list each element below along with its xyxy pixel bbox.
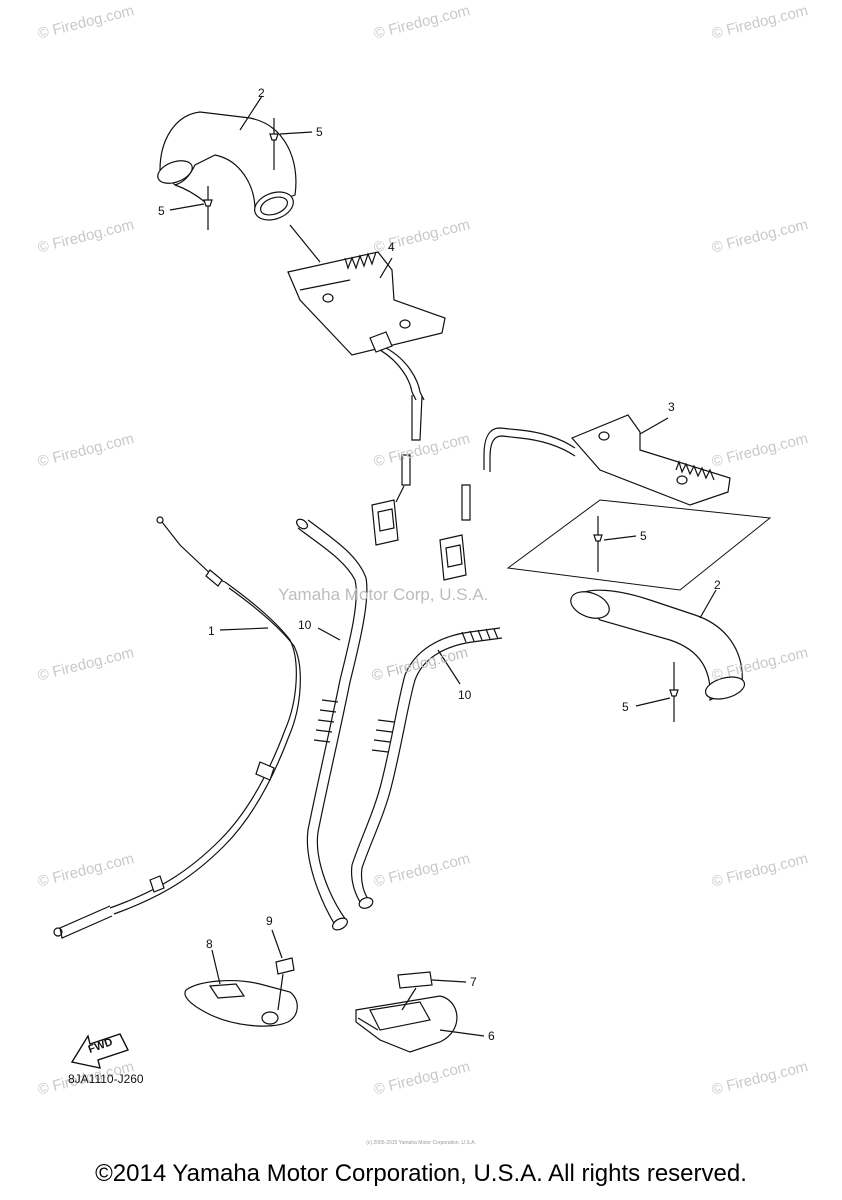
- callout-3: 3: [668, 400, 675, 414]
- callout-5b: 5: [158, 204, 165, 218]
- diagram-reference-code: 8JA1110-J260: [68, 1072, 144, 1086]
- callout-9: 9: [266, 914, 273, 928]
- rivet-5d: [635, 662, 679, 722]
- callout-5c: 5: [640, 529, 647, 543]
- rivet-5c: [593, 516, 637, 572]
- center-watermark: Yamaha Motor Corp, U.S.A.: [278, 585, 489, 604]
- copyright-footer: ©2014 Yamaha Motor Corporation, U.S.A. A…: [95, 1160, 747, 1187]
- callout-10-right: 10: [458, 688, 472, 702]
- callout-6: 6: [488, 1029, 495, 1043]
- rivet-5b: [169, 186, 213, 230]
- leader-2a: [239, 95, 263, 131]
- callout-10-left: 10: [298, 618, 312, 632]
- heater-element-upper: [287, 251, 446, 546]
- callout-5a: 5: [316, 125, 323, 139]
- switch-cover: [355, 995, 458, 1053]
- grip-lower: [570, 589, 746, 701]
- pad: [397, 971, 433, 1011]
- screw: [275, 957, 295, 1011]
- throttle-cable: [53, 516, 301, 939]
- callout-2-lower: 2: [714, 578, 721, 592]
- hose-right: [350, 627, 503, 909]
- callout-2-upper: 2: [258, 86, 265, 100]
- callout-1: 1: [208, 624, 215, 638]
- rivet-5a: [269, 118, 313, 170]
- callout-7: 7: [470, 975, 477, 989]
- hose-left: [295, 518, 368, 931]
- callout-4: 4: [388, 240, 395, 254]
- callout-5d: 5: [622, 700, 629, 714]
- grip-upper: [157, 111, 297, 221]
- callout-8: 8: [206, 937, 213, 951]
- tiny-copyright-note: (c) 2005-2015 Yamaha Motor Corporation, …: [366, 1140, 476, 1146]
- heater-element-lower: [439, 414, 731, 581]
- grip-end-cover: [184, 980, 298, 1027]
- fwd-arrow-icon: [70, 1033, 129, 1069]
